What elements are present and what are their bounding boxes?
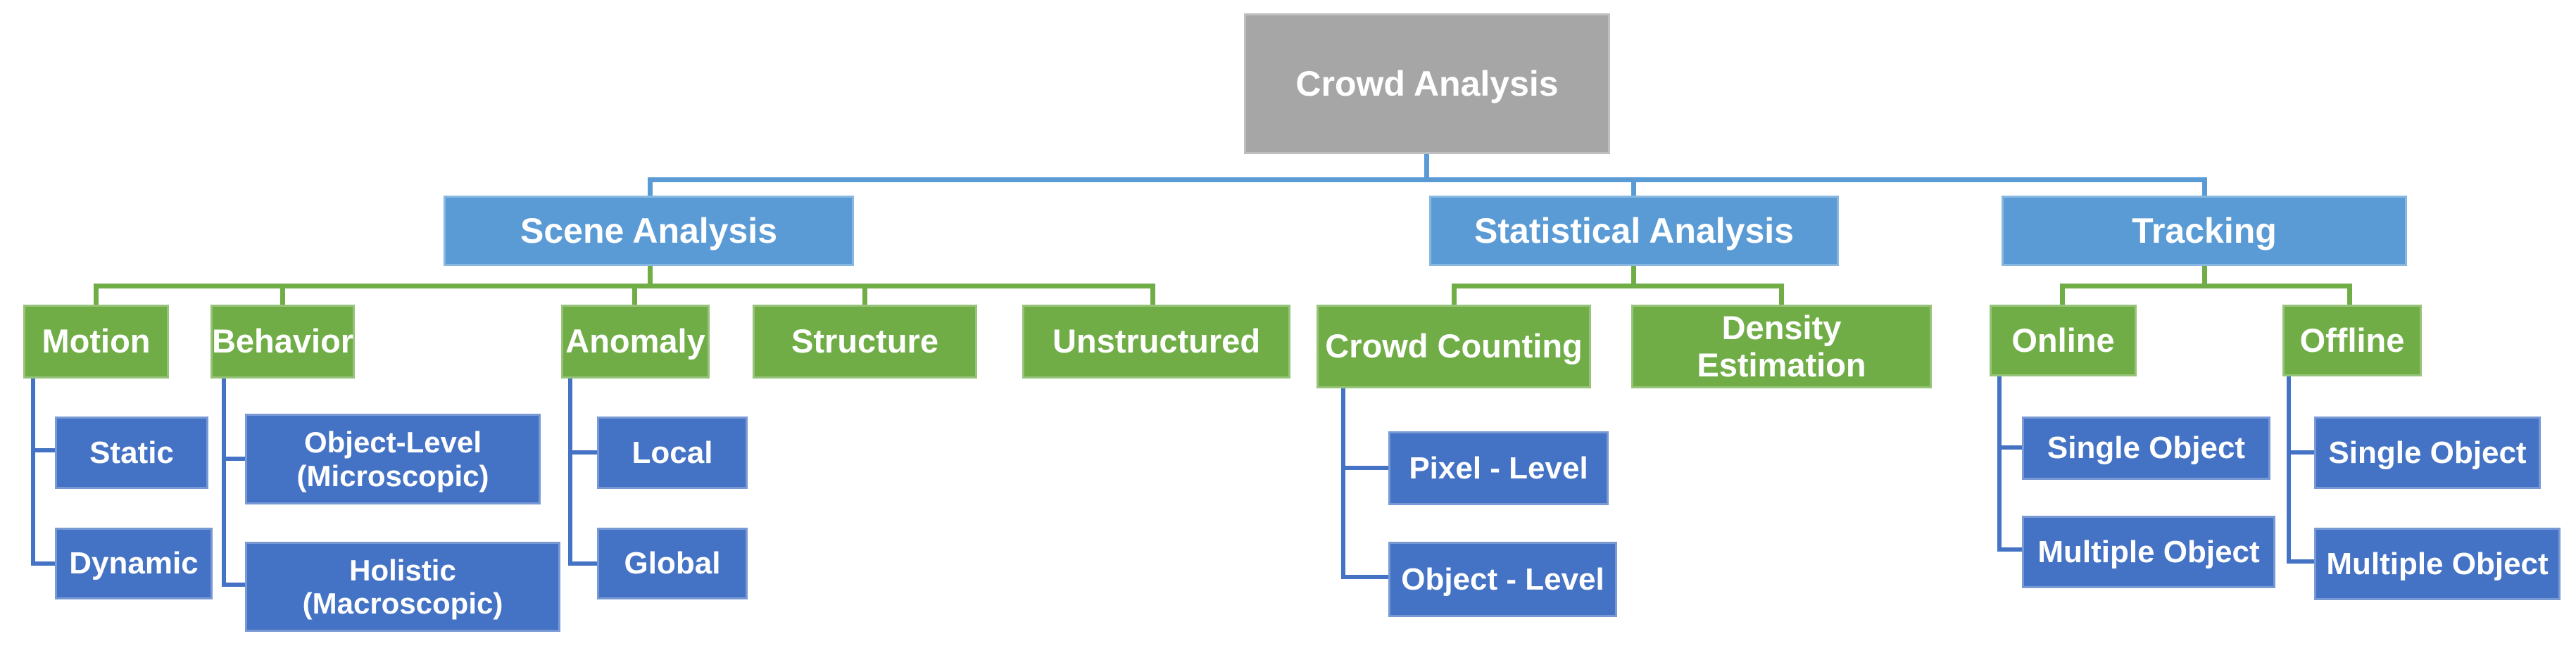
node-object-level: Object - Level [1388, 542, 1617, 617]
connector-scene-rail [94, 284, 1155, 288]
connector-offline-stub-1 [2287, 450, 2314, 455]
connector-motion-stub-1 [31, 448, 55, 452]
node-scene-analysis: Scene Analysis [444, 196, 854, 266]
connector-offline-stub-2 [2287, 559, 2314, 564]
node-motion: Motion [23, 305, 169, 379]
connector-drop-behavior [280, 284, 285, 305]
node-single-object-online: Single Object [2022, 417, 2270, 480]
connector-anomaly-vline [568, 379, 572, 566]
node-pixel-level: Pixel - Level [1388, 431, 1609, 505]
connector-crowd-counting-vline [1341, 388, 1345, 579]
node-object-level-microscopic: Object-Level (Microscopic) [245, 414, 541, 504]
connector-statistical-rail [1452, 284, 1784, 288]
node-global: Global [597, 528, 748, 599]
connector-tracking-rail [2060, 284, 2352, 288]
connector-drop-density [1779, 284, 1784, 305]
connector-drop-motion [94, 284, 99, 305]
node-multiple-object-offline: Multiple Object [2314, 528, 2561, 600]
node-local: Local [597, 417, 748, 489]
connector-drop-crowd-counting [1452, 284, 1457, 305]
connector-drop-online [2060, 284, 2065, 305]
connector-motion-stub-2 [31, 561, 55, 566]
node-density-estimation: Density Estimation [1631, 305, 1932, 388]
node-offline: Offline [2282, 305, 2422, 376]
node-holistic-macroscopic: Holistic (Macroscopic) [245, 542, 560, 632]
connector-drop-scene [648, 177, 653, 197]
connector-behavior-vline [222, 379, 226, 587]
connector-behavior-stub-1 [222, 457, 245, 461]
node-unstructured: Unstructured [1022, 305, 1290, 379]
connector-anomaly-stub-1 [568, 450, 597, 455]
node-crowd-counting: Crowd Counting [1317, 305, 1591, 388]
node-anomaly: Anomaly [561, 305, 710, 379]
connector-motion-vline [31, 379, 35, 566]
connector-online-vline [1997, 376, 2002, 552]
connector-root-rail [648, 177, 2207, 182]
connector-crowd-counting-stub-1 [1341, 466, 1388, 470]
node-tracking: Tracking [2002, 196, 2407, 266]
connector-offline-vline [2287, 376, 2291, 564]
node-crowd-analysis: Crowd Analysis [1244, 13, 1610, 154]
node-statistical-analysis: Statistical Analysis [1429, 196, 1839, 266]
connector-online-stub-2 [1997, 547, 2022, 552]
node-single-object-offline: Single Object [2314, 417, 2541, 489]
connector-drop-statistical [1631, 177, 1636, 197]
connector-online-stub-1 [1997, 445, 2022, 450]
connector-statistical-stub [1631, 266, 1636, 287]
connector-anomaly-stub-2 [568, 561, 597, 566]
connector-tracking-stub [2202, 266, 2207, 287]
connector-drop-structure [862, 284, 867, 305]
node-online: Online [1990, 305, 2137, 376]
connector-drop-unstructured [1150, 284, 1155, 305]
connector-drop-tracking [2202, 177, 2207, 197]
connector-drop-anomaly [632, 284, 637, 305]
node-dynamic: Dynamic [55, 528, 213, 599]
connector-behavior-stub-2 [222, 583, 245, 587]
connector-root-stub [1424, 154, 1429, 182]
node-multiple-object-online: Multiple Object [2022, 516, 2275, 588]
node-static: Static [55, 417, 208, 489]
connector-crowd-counting-stub-2 [1341, 575, 1388, 579]
node-structure: Structure [753, 305, 977, 379]
connector-drop-offline [2347, 284, 2352, 305]
node-behavior: Behavior [211, 305, 355, 379]
connector-scene-stub [648, 266, 653, 287]
